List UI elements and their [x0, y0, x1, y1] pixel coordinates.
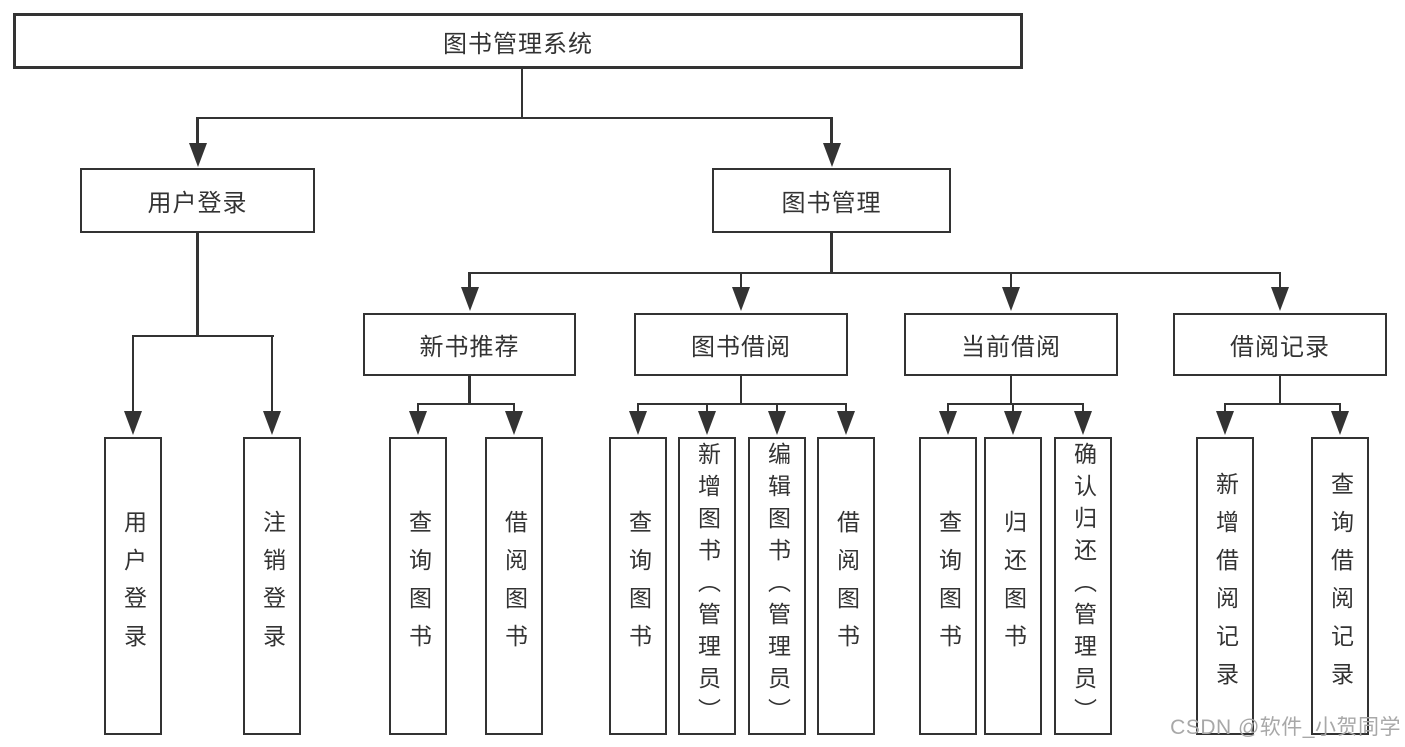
leaf-user-login-label: 用户登录 — [120, 510, 147, 662]
arrow-down-icon — [124, 411, 142, 435]
connector-line — [196, 233, 199, 336]
connector-line — [1009, 376, 1013, 404]
leaf-confirm-return-admin: 确认归还（管理员） — [1054, 437, 1112, 735]
connector-line — [468, 271, 1282, 274]
node-user-login: 用户登录 — [80, 168, 315, 233]
connector-line — [1223, 402, 1342, 406]
node-current-borrow-label: 当前借阅 — [961, 334, 1061, 361]
connector-line — [196, 118, 199, 150]
leaf-recommend-borrow-books: 借阅图书 — [485, 437, 543, 735]
connector-line — [1011, 404, 1015, 413]
leaf-return-books-label: 归还图书 — [1000, 510, 1027, 662]
leaf-borrow-books: 借阅图书 — [817, 437, 875, 735]
leaf-add-borrow-record: 新增借阅记录 — [1196, 437, 1254, 735]
arrow-down-icon — [1216, 411, 1234, 435]
connector-line — [705, 404, 709, 413]
arrow-down-icon — [629, 411, 647, 435]
arrow-down-icon — [505, 411, 523, 435]
arrow-down-icon — [1271, 287, 1289, 311]
leaf-recommend-query-books-label: 查询图书 — [405, 510, 432, 662]
arrow-down-icon — [409, 411, 427, 435]
connector-line — [739, 273, 743, 292]
connector-line — [739, 376, 743, 404]
leaf-recommend-query-books: 查询图书 — [389, 437, 447, 735]
arrow-down-icon — [837, 411, 855, 435]
node-book-borrow: 图书借阅 — [634, 313, 848, 376]
connector-line — [1009, 273, 1013, 292]
node-book-management: 图书管理 — [712, 168, 951, 233]
leaf-query-borrow-record-label: 查询借阅记录 — [1327, 472, 1354, 700]
arrow-down-icon — [1074, 411, 1092, 435]
leaf-current-query-books: 查询图书 — [919, 437, 977, 735]
node-root-library-system: 图书管理系统 — [13, 13, 1023, 69]
watermark: CSDN @软件_小贺同学 — [1170, 716, 1401, 739]
leaf-add-books-admin: 新增图书（管理员） — [678, 437, 736, 735]
arrow-down-icon — [698, 411, 716, 435]
connector-line — [270, 336, 274, 415]
connector-line — [131, 334, 275, 337]
connector-line — [416, 404, 420, 413]
leaf-return-books: 归还图书 — [984, 437, 1042, 735]
arrow-down-icon — [188, 143, 207, 167]
arrow-down-icon — [1004, 411, 1022, 435]
connector-line — [830, 233, 833, 273]
leaf-logout-label: 注销登录 — [259, 510, 286, 662]
leaf-edit-books-admin: 编辑图书（管理员） — [748, 437, 806, 735]
connector-line — [636, 402, 848, 406]
node-borrow-records: 借阅记录 — [1173, 313, 1387, 376]
connector-line — [1278, 376, 1282, 404]
connector-line — [1338, 404, 1342, 413]
leaf-edit-books-admin-label: 编辑图书（管理员） — [764, 442, 791, 730]
arrow-down-icon — [263, 411, 281, 435]
leaf-confirm-return-admin-label: 确认归还（管理员） — [1070, 442, 1097, 730]
connector-line — [416, 402, 516, 406]
connector-line — [1278, 273, 1282, 292]
connector-line — [196, 116, 833, 119]
node-root-label: 图书管理系统 — [443, 30, 593, 58]
leaf-add-borrow-record-label: 新增借阅记录 — [1212, 472, 1239, 700]
connector-line — [946, 402, 1085, 406]
arrow-down-icon — [822, 143, 841, 167]
arrow-down-icon — [1331, 411, 1349, 435]
connector-line — [636, 404, 640, 413]
arrow-down-icon — [768, 411, 786, 435]
leaf-recommend-borrow-books-label: 借阅图书 — [501, 510, 528, 662]
connector-line — [775, 404, 779, 413]
leaf-user-login: 用户登录 — [104, 437, 162, 735]
connector-line — [468, 376, 471, 404]
arrow-down-icon — [460, 287, 479, 311]
connector-line — [468, 273, 471, 292]
connector-line — [131, 336, 135, 415]
node-user-login-label: 用户登录 — [147, 190, 248, 217]
connector-line — [1081, 404, 1085, 413]
node-new-book-recommend: 新书推荐 — [363, 313, 576, 376]
leaf-logout: 注销登录 — [243, 437, 301, 735]
connector-line — [1223, 404, 1227, 413]
arrow-down-icon — [939, 411, 957, 435]
node-borrow-records-label: 借阅记录 — [1230, 334, 1330, 361]
connector-line — [830, 118, 833, 150]
leaf-query-borrow-record: 查询借阅记录 — [1311, 437, 1369, 735]
leaf-borrow-books-label: 借阅图书 — [833, 510, 860, 662]
leaf-current-query-books-label: 查询图书 — [935, 510, 962, 662]
node-book-borrow-label: 图书借阅 — [691, 334, 791, 361]
arrow-down-icon — [1002, 287, 1020, 311]
arrow-down-icon — [732, 287, 750, 311]
node-current-borrow: 当前借阅 — [904, 313, 1118, 376]
connector-line — [512, 404, 516, 413]
leaf-borrow-query-books-label: 查询图书 — [625, 510, 652, 662]
connector-line — [844, 404, 848, 413]
leaf-borrow-query-books: 查询图书 — [609, 437, 667, 735]
leaf-add-books-admin-label: 新增图书（管理员） — [694, 442, 721, 730]
node-new-book-recommend-label: 新书推荐 — [419, 334, 520, 361]
node-book-management-label: 图书管理 — [781, 190, 882, 217]
connector-line — [946, 404, 950, 413]
connector-line — [520, 69, 524, 118]
